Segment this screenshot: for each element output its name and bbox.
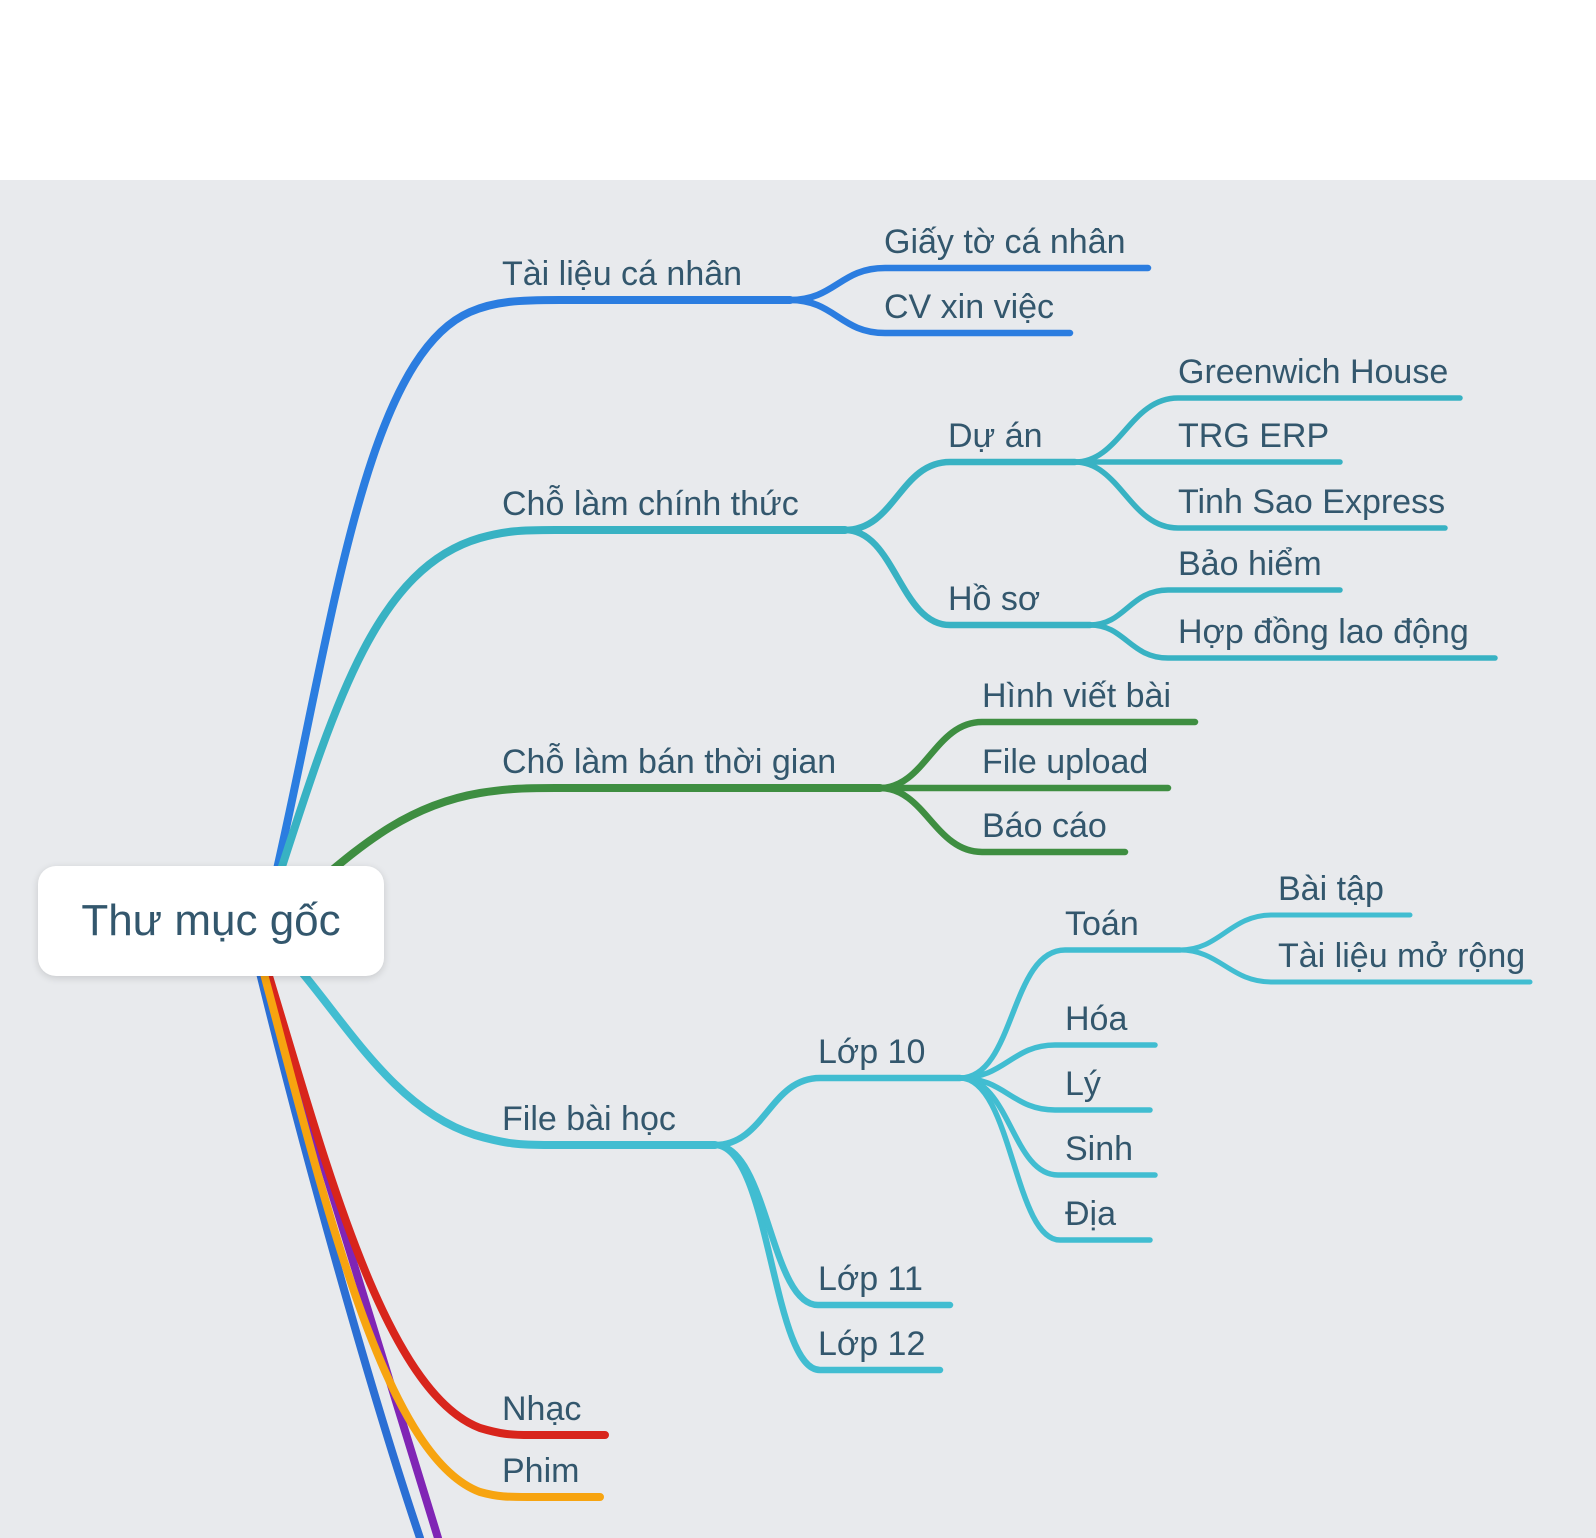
branch-line-dia (957, 1075, 1153, 1243)
node-cv-xin-viec[interactable]: CV xin việc (884, 288, 1055, 326)
branch-line-toan (957, 947, 1183, 1081)
node-file-upload[interactable]: File upload (982, 743, 1149, 781)
branch-line-lop-10 (711, 1074, 964, 1149)
node-lop-10[interactable]: Lớp 10 (818, 1033, 926, 1071)
node-tai-lieu-ca-nhan[interactable]: Tài liệu cá nhân (502, 255, 743, 293)
node-ho-so[interactable]: Hồ sơ (948, 580, 1041, 618)
branch-line-cv-xin-viec (786, 296, 1074, 337)
node-hoa[interactable]: Hóa (1065, 1000, 1128, 1038)
root-node[interactable]: Thư mục gốc (38, 866, 384, 976)
branch-line-bao-cao (876, 784, 1129, 856)
node-sinh[interactable]: Sinh (1065, 1130, 1134, 1168)
branch-line-bai-tap (1177, 912, 1413, 953)
branch-line-hop-dong-lao-dong (1087, 622, 1498, 661)
branch-line-tai-lieu-ca-nhan (264, 296, 794, 912)
node-lop-12[interactable]: Lớp 12 (818, 1325, 926, 1363)
node-trg-erp[interactable]: TRG ERP (1178, 417, 1330, 455)
node-bai-tap[interactable]: Bài tập (1278, 870, 1384, 908)
branch-line-ho-so (841, 526, 1094, 629)
top-white-band (0, 0, 1596, 180)
node-giay-to-ca-nhan[interactable]: Giấy tờ cá nhân (884, 223, 1126, 261)
node-file-bai-hoc[interactable]: File bài học (502, 1100, 676, 1138)
branch-line-cho-lam-chinh-thuc (262, 526, 849, 920)
branch-line-tai-lieu-mo-rong (1177, 947, 1533, 985)
branch-line-file-bai-hoc (260, 928, 719, 1149)
branch-line-du-an (841, 458, 1079, 534)
node-bao-hiem[interactable]: Bảo hiểm (1178, 545, 1322, 583)
branch-line-hoa (957, 1042, 1158, 1081)
branch-line-nhac (254, 936, 609, 1439)
node-tinh-sao-express[interactable]: Tinh Sao Express (1178, 483, 1446, 521)
node-phim[interactable]: Phim (502, 1452, 580, 1490)
branch-line-phim (252, 940, 604, 1501)
node-hop-dong-lao-dong[interactable]: Hợp đồng lao động (1178, 613, 1469, 651)
branch-line-lop-12 (711, 1141, 944, 1374)
node-du-an[interactable]: Dự án (948, 417, 1043, 455)
node-tai-lieu-mo-rong[interactable]: Tài liệu mở rộng (1278, 937, 1526, 975)
node-greenwich-house[interactable]: Greenwich House (1178, 353, 1449, 391)
root-node-label: Thư mục gốc (81, 896, 341, 945)
node-toan[interactable]: Toán (1065, 905, 1139, 943)
branch-line-greenwich-house (1072, 395, 1463, 465)
node-nhac[interactable]: Nhạc (502, 1390, 582, 1428)
node-lop-11[interactable]: Lớp 11 (818, 1260, 923, 1298)
node-hinh-viet-bai[interactable]: Hình viết bài (982, 677, 1171, 715)
branch-line-offscreen-blue (248, 936, 424, 1538)
branch-line-bao-hiem (1087, 587, 1343, 628)
node-bao-cao[interactable]: Báo cáo (982, 807, 1107, 845)
node-ly[interactable]: Lý (1065, 1065, 1101, 1103)
node-dia[interactable]: Địa (1065, 1195, 1117, 1233)
node-cho-lam-chinh-thuc[interactable]: Chỗ làm chính thức (502, 485, 799, 523)
node-cho-lam-ban-thoi-gian[interactable]: Chỗ làm bán thời gian (502, 743, 837, 781)
branch-line-tinh-sao-express (1072, 459, 1448, 531)
